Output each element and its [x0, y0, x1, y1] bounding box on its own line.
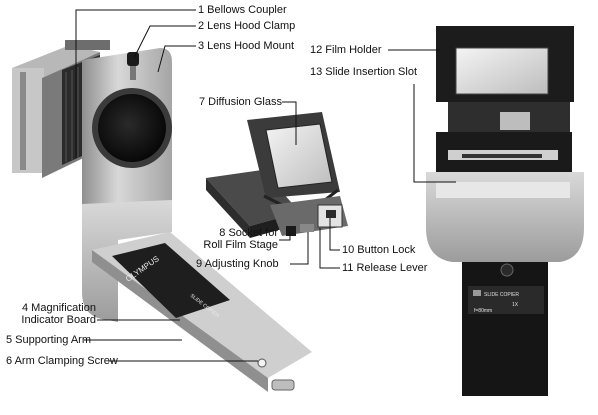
product-text-right: SLIDE COPIER [484, 292, 519, 298]
leader-lines [75, 9, 456, 362]
right-slide-copier: SLIDE COPIER 1X f=80mm [426, 26, 584, 396]
button-lock-right [500, 263, 514, 277]
leader-9 [290, 232, 309, 265]
leader-1 [75, 9, 196, 158]
film-holder-clip [500, 112, 530, 130]
middle-roll-film-stage [206, 112, 348, 238]
bellows-side-face [12, 68, 44, 173]
leader-10 [329, 218, 340, 251]
label-adjusting-knob: 9 Adjusting Knob [196, 258, 279, 270]
label-arm-clamping-screw: 6 Arm Clamping Screw [6, 355, 118, 367]
label-supporting-arm: 5 Supporting Arm [6, 334, 91, 346]
arm-vertical [82, 200, 172, 322]
focal-text: f=80mm [474, 308, 492, 314]
film-holder-window [455, 47, 549, 95]
label-slide-insertion-slot: 13 Slide Insertion Slot [310, 66, 418, 78]
bellows-groove [20, 72, 26, 170]
socket-roll-film-stage [300, 224, 314, 232]
lens-opening [98, 94, 166, 162]
button-lock [326, 210, 336, 218]
label-lens-hood-mount: 3 Lens Hood Mount [198, 40, 295, 52]
arm-end-knob [271, 379, 295, 391]
adjusting-knob [286, 226, 296, 236]
leader-7 [282, 101, 297, 145]
label-bellows-coupler: 1 Bellows Coupler [198, 4, 287, 16]
label-magnification-indicator-board: 4 Magnification Indicator Board [0, 302, 96, 326]
arm-clamping-screw [257, 358, 267, 368]
lens-hood-clamp-knob [127, 52, 139, 66]
leader-13 [413, 84, 456, 183]
label-lens-hood-clamp: 2 Lens Hood Clamp [198, 20, 296, 32]
label-diffusion-glass: 7 Diffusion Glass [199, 96, 282, 108]
lower-column [462, 262, 548, 396]
leader-8 [279, 232, 291, 241]
label-film-holder: 12 Film Holder [310, 44, 382, 56]
label-8-line-2: Roll Film Stage [203, 239, 278, 251]
top-clamp-plate [65, 40, 110, 50]
left-slide-copier: OLYMPUS SLIDE COPIER [12, 40, 312, 392]
label-8-line-1: 8 Socket for [219, 227, 278, 239]
label-button-lock: 10 Button Lock [342, 244, 416, 256]
diffusion-glass [265, 123, 333, 189]
label-release-lever: 11 Release Lever [342, 262, 428, 274]
leader-3 [157, 45, 196, 73]
leader-11 [319, 228, 340, 269]
stage-base-side [206, 178, 250, 238]
label-4-line-1: 4 Magnification [22, 302, 96, 314]
label-4-line-2: Indicator Board [21, 314, 96, 326]
arm-rail-side [92, 250, 268, 392]
label-socket-roll-film-stage: 8 Socket for Roll Film Stage [168, 227, 278, 251]
magnification-indicator-board [112, 243, 230, 318]
leader-2 [133, 25, 196, 59]
scale-text: 1X [512, 302, 519, 308]
lens-hood-clamp-stem [130, 66, 136, 80]
